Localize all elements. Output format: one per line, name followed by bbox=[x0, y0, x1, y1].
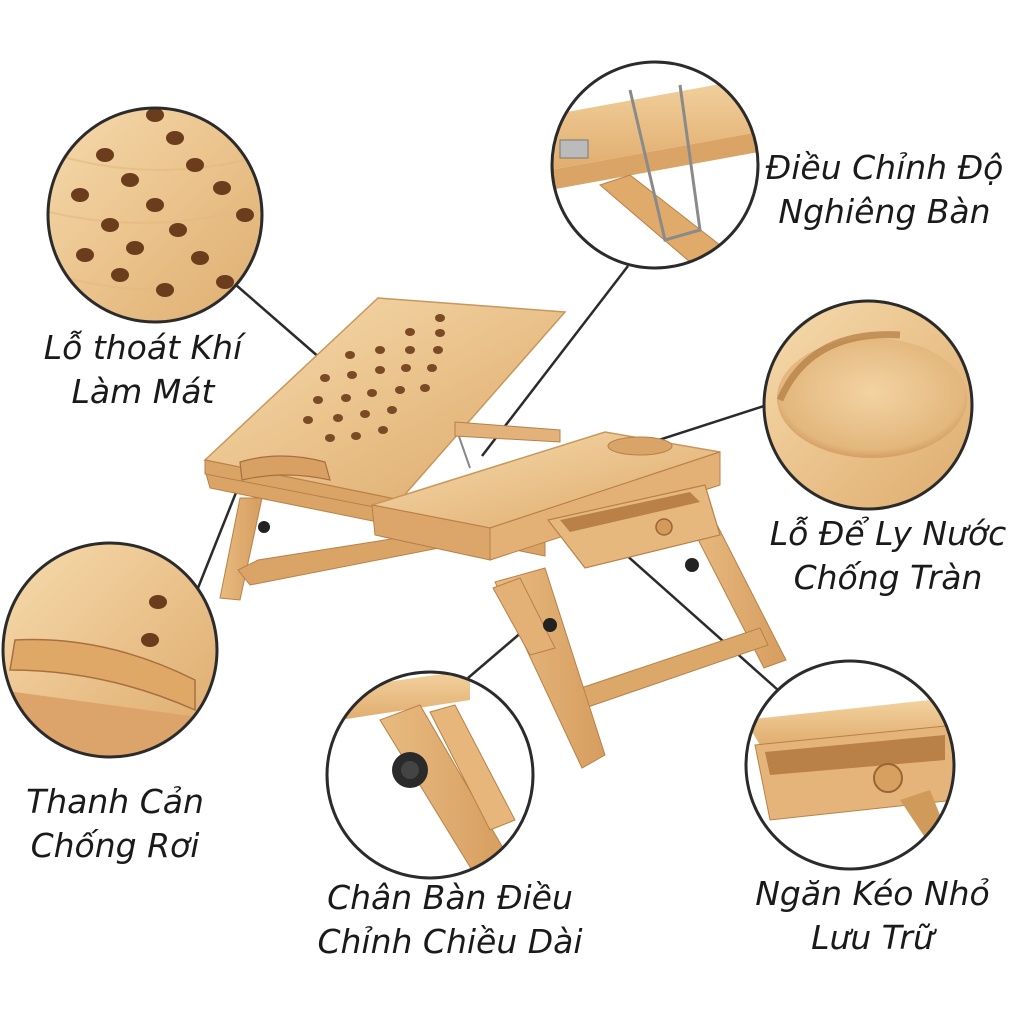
drawer-inside bbox=[560, 492, 700, 532]
label-drawer: Ngăn Kéo Nhỏ Lưu Trữ bbox=[740, 872, 1005, 960]
leg-knob-back bbox=[258, 521, 270, 533]
label-cup-holder: Lỗ Để Ly Nước Chống Tràn bbox=[752, 512, 1024, 600]
label-stopper-bar-line1: Thanh Cản bbox=[26, 782, 204, 821]
label-stopper-bar-line2: Chống Rơi bbox=[30, 826, 200, 865]
label-cup-holder-line2: Chống Tràn bbox=[793, 558, 983, 597]
label-tilt-adjust-line1: Điều Chỉnh Độ bbox=[765, 148, 1004, 187]
label-stopper-bar: Thanh Cản Chống Rơi bbox=[10, 780, 220, 868]
label-vent-holes-line2: Làm Mát bbox=[71, 372, 215, 411]
front-left-leg-upper bbox=[492, 577, 556, 656]
callout-lines bbox=[194, 265, 779, 691]
label-tilt-adjust-line2: Nghiêng Bàn bbox=[778, 192, 991, 231]
callout-line-drawer bbox=[614, 544, 779, 691]
drawer-knob bbox=[655, 518, 673, 536]
laptop-table bbox=[203, 297, 787, 769]
adjustable-leg-inset bbox=[325, 670, 535, 880]
cup-holder-recess bbox=[607, 436, 673, 456]
tilt-adjust-inset bbox=[550, 60, 760, 270]
label-tilt-adjust: Điều Chỉnh Độ Nghiêng Bàn bbox=[752, 146, 1017, 234]
label-adjustable-legs-line1: Chân Bàn Điều bbox=[327, 878, 573, 917]
label-vent-holes: Lỗ thoát Khí Làm Mát bbox=[28, 326, 258, 414]
label-adjustable-legs: Chân Bàn Điều Chỉnh Chiều Dài bbox=[300, 876, 600, 964]
back-left-leg bbox=[219, 497, 263, 601]
vent-holes-inset bbox=[46, 106, 264, 324]
cup-holder-inset bbox=[762, 299, 974, 511]
label-adjustable-legs-line2: Chỉnh Chiều Dài bbox=[317, 922, 583, 961]
leg-knob-right bbox=[685, 558, 699, 572]
vent-holes-grid bbox=[303, 314, 445, 442]
front-stretcher bbox=[574, 627, 769, 709]
drawer-inset bbox=[744, 659, 956, 871]
label-cup-holder-line1: Lỗ Để Ly Nước bbox=[769, 514, 1007, 553]
label-drawer-line1: Ngăn Kéo Nhỏ bbox=[755, 874, 990, 913]
stopper-bar-inset bbox=[1, 541, 219, 759]
label-vent-holes-line1: Lỗ thoát Khí bbox=[43, 328, 243, 367]
tilt-support-bar bbox=[454, 421, 561, 443]
leg-knob-left bbox=[543, 618, 557, 632]
flat-panel-side bbox=[489, 451, 721, 561]
stopper-bar bbox=[239, 455, 331, 481]
callout-line-tilt bbox=[481, 265, 629, 457]
label-drawer-line2: Lưu Trữ bbox=[811, 918, 934, 957]
